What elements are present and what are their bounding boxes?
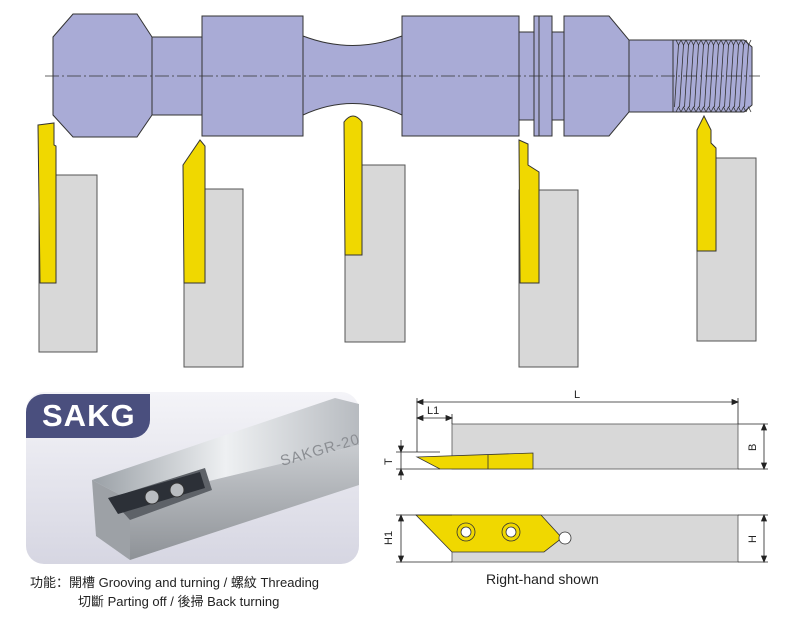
tool-grooving (37, 122, 98, 353)
thread-tooth (685, 106, 692, 113)
thread-tooth (705, 106, 712, 113)
thread-flank-line (724, 44, 729, 108)
thread-flank-line (674, 44, 679, 108)
thread-flank-line (719, 44, 724, 108)
thread-tooth (695, 106, 702, 113)
thread-tooth (675, 106, 682, 113)
insert-grooving (37, 122, 57, 284)
thread-tooth (690, 106, 697, 113)
topview-insert (415, 452, 534, 470)
functions-prefix: 功能： (30, 575, 70, 590)
thread-tooth (735, 106, 742, 113)
dim-L1-label: L1 (427, 405, 439, 417)
toolbar-top-face (92, 398, 359, 500)
workpiece-shaft (52, 13, 753, 138)
thread-tooth (680, 106, 687, 113)
insert-threading (182, 139, 206, 284)
dim-H-label: H (747, 535, 759, 543)
product-code-badge: SAKG (26, 394, 150, 438)
thread-tooth (745, 106, 752, 113)
insert-back-turning (518, 139, 540, 284)
thread-tooth (700, 106, 707, 113)
thread-tooth (720, 106, 727, 113)
functions-line-2: 切斷 Parting off / 後掃 Back turning (78, 594, 280, 609)
functions-line-1: 功能：開槽 Grooving and turning / 螺紋 Threadin… (30, 572, 319, 591)
tool-threading (696, 114, 757, 342)
shaft-left-chamfer-section (52, 13, 153, 138)
thread-flank-line (679, 44, 684, 108)
sideview-insert (415, 514, 563, 553)
thread-tooth (740, 106, 747, 113)
thread-tooth (730, 106, 737, 113)
tool-parting-off (343, 115, 406, 343)
photo-screw-2 (169, 482, 185, 498)
thread-tooth (715, 106, 722, 113)
tool-threading-angled (182, 139, 244, 368)
insert-parting (343, 115, 363, 256)
thread-tooth (710, 106, 717, 113)
dimension-labels: L L1 T B H1 H (383, 389, 759, 545)
dim-T-label: T (383, 458, 395, 465)
shaft-concave-groove (302, 35, 403, 116)
drawing-caption: Right-hand shown (486, 571, 599, 587)
sideview-clearance-hole (558, 531, 572, 545)
thread-tooth (725, 106, 732, 113)
tool-back-turning (518, 139, 579, 368)
photo-screw-1 (144, 489, 160, 505)
dimension-drawing (396, 398, 768, 564)
dim-H1-label: H1 (383, 531, 395, 545)
insert-threading-vee (696, 114, 717, 252)
functions-text-1: 開槽 Grooving and turning / 螺紋 Threading (69, 575, 320, 590)
dim-B-label: B (747, 444, 759, 451)
thread-flank-line (739, 44, 744, 108)
toolbar-side-face (130, 445, 359, 560)
thread-flank-line (744, 44, 749, 108)
dim-L-label: L (574, 389, 580, 401)
